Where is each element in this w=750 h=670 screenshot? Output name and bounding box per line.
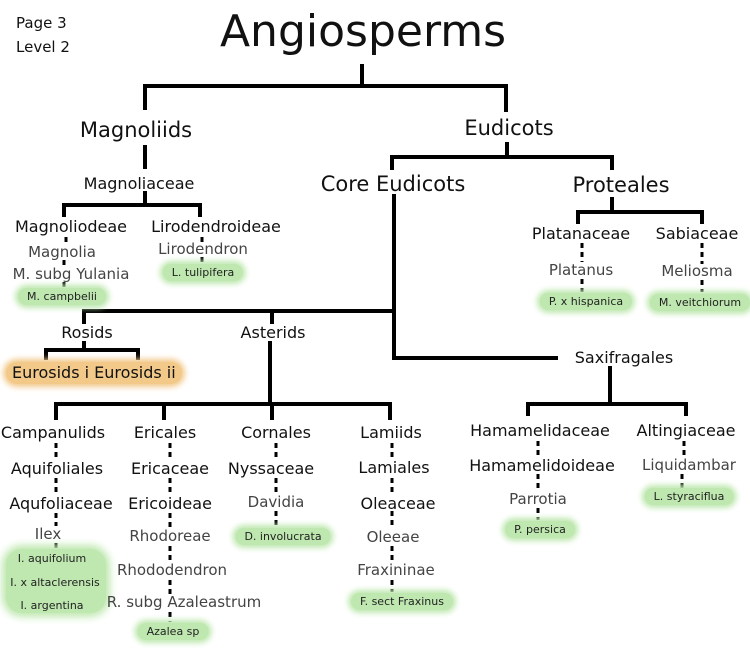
node-aquifoliales: Aquifoliales — [10, 459, 104, 478]
node-davidia: Davidia — [247, 493, 305, 511]
node-eurosids-ii: Eurosids ii — [94, 363, 176, 382]
node-meliosma: Meliosma — [661, 262, 733, 280]
node-lirodendron: Lirodendron — [158, 240, 248, 258]
node-saxifragales: Saxifragales — [574, 348, 674, 367]
node-magnoliaceae: Magnoliaceae — [83, 174, 195, 193]
node-aqufoliaceae: Aqufoliaceae — [9, 494, 113, 513]
node-asterids: Asterids — [240, 323, 306, 342]
level-label: Level 2 — [16, 38, 70, 56]
node-oleeae: Oleeae — [366, 528, 420, 546]
node-platanaceae: Platanaceae — [531, 224, 631, 243]
node-ericaceae: Ericaceae — [130, 459, 210, 478]
species-azalea-sp: Azalea sp — [137, 623, 209, 640]
node-ericales: Ericales — [133, 423, 197, 442]
node-hamamelidoideae: Hamamelidoideae — [469, 456, 615, 475]
node-liquidambar: Liquidambar — [642, 456, 736, 474]
species-l-styraciflua: L. styraciflua — [644, 488, 734, 505]
node-proteales: Proteales — [572, 173, 670, 197]
node-eurosids-group: Eurosids i Eurosids ii — [6, 362, 182, 384]
node-magnolia: Magnolia — [28, 243, 96, 261]
node-platanus: Platanus — [548, 261, 614, 279]
page-number: Page 3 — [16, 14, 67, 32]
node-lamiids: Lamiids — [360, 423, 422, 442]
species-l-tulipifera: L. tulipifera — [162, 264, 244, 281]
node-r-subg-azaleastrum: R. subg Azaleastrum — [106, 593, 262, 611]
species-i-aquifolium: I. aquifolium — [17, 552, 87, 565]
node-lamiales: Lamiales — [358, 458, 430, 477]
node-ilex: Ilex — [34, 525, 62, 543]
species-i-argentina: I. argentina — [20, 599, 84, 612]
node-eudicots: Eudicots — [464, 116, 554, 140]
node-nyssaceae: Nyssaceae — [227, 459, 315, 478]
node-parrotia: Parrotia — [509, 490, 567, 508]
species-m-veitchiorum: M. veitchiorum — [649, 294, 750, 311]
node-rosids: Rosids — [61, 323, 113, 342]
node-cornales: Cornales — [241, 423, 311, 442]
node-rhodoreae: Rhodoreae — [129, 527, 211, 545]
species-p-x-hispanica: P. x hispanica — [539, 293, 633, 310]
node-hamamelidaceae: Hamamelidaceae — [470, 421, 610, 440]
diagram-title: Angiosperms — [219, 6, 507, 57]
node-sabiaceae: Sabiaceae — [655, 224, 739, 243]
node-m-subg-yulania: M. subg Yulania — [12, 265, 130, 283]
node-eurosids-i: Eurosids i — [12, 363, 90, 382]
node-campanulids: Campanulids — [0, 423, 106, 442]
species-d-involucrata: D. involucrata — [235, 528, 331, 545]
node-oleaceae: Oleaceae — [360, 494, 436, 513]
species-f-sect-fraxinus: F. sect Fraxinus — [351, 593, 453, 610]
species-i-x-altaclerensis: I. x altaclerensis — [10, 576, 100, 589]
node-rhododendron: Rhododendron — [116, 561, 228, 579]
node-altingiaceae: Altingiaceae — [636, 421, 736, 440]
species-highlight — [6, 549, 106, 613]
species-m-campbelii: M. campbelii — [18, 288, 106, 305]
node-ericoideae: Ericoideae — [128, 494, 212, 513]
node-fraxininae: Fraxininae — [357, 561, 435, 579]
node-lirodendroideae: Lirodendroideae — [151, 217, 281, 236]
node-magnoliids: Magnoliids — [79, 118, 193, 142]
species-p-persica: P. persica — [505, 521, 575, 538]
node-core-eudicots: Core Eudicots — [320, 172, 466, 196]
node-magnoliodeae: Magnoliodeae — [14, 217, 128, 236]
